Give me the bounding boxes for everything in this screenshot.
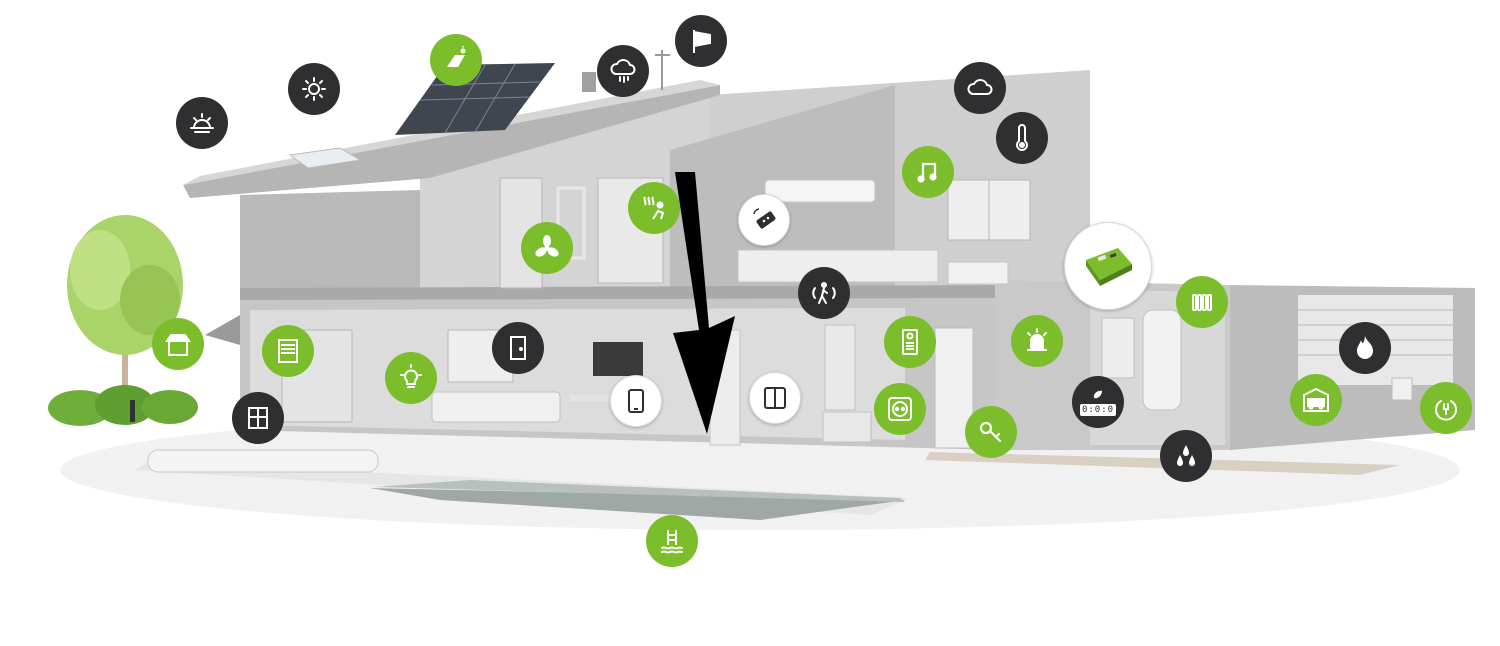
down-arrow — [673, 172, 735, 434]
lamp-post — [130, 400, 135, 422]
weather-mast — [655, 50, 670, 90]
meter-digits: 0:0:0 — [1079, 404, 1117, 416]
awning-icon[interactable] — [152, 318, 204, 370]
cloud-icon[interactable] — [954, 62, 1006, 114]
water-drops-icon[interactable] — [1160, 430, 1212, 482]
fire-icon[interactable] — [1339, 322, 1391, 374]
tablet-icon[interactable] — [610, 375, 662, 427]
solar-panel-icon[interactable] — [430, 34, 482, 86]
house — [183, 63, 1475, 450]
key-icon[interactable] — [965, 406, 1017, 458]
remote-control-icon[interactable] — [738, 194, 790, 246]
sunrise-icon[interactable] — [176, 97, 228, 149]
radiator-icon[interactable] — [1176, 276, 1228, 328]
alarm-siren-icon[interactable] — [1011, 315, 1063, 367]
sauna-heat-icon[interactable] — [628, 182, 680, 234]
motion-sensor-icon[interactable] — [798, 267, 850, 319]
light-bulb-icon[interactable] — [385, 352, 437, 404]
swimming-pool — [135, 449, 910, 520]
bushes — [48, 385, 198, 426]
door-panel-icon[interactable] — [492, 322, 544, 374]
window-icon[interactable] — [232, 392, 284, 444]
thermometer-icon[interactable] — [996, 112, 1048, 164]
music-note-icon[interactable] — [902, 146, 954, 198]
energy-meter-icon[interactable]: 0:0:0 — [1072, 376, 1124, 428]
pool-ladder-icon[interactable] — [646, 515, 698, 567]
tree — [67, 215, 183, 390]
garage-door-icon[interactable] — [1290, 374, 1342, 426]
fan-icon[interactable] — [521, 222, 573, 274]
intercom-icon[interactable] — [884, 316, 936, 368]
blinds-icon[interactable] — [262, 325, 314, 377]
wall-switch-icon[interactable] — [749, 372, 801, 424]
wind-flag-icon[interactable] — [675, 15, 727, 67]
sun-icon[interactable] — [288, 63, 340, 115]
controller-module-icon[interactable] — [1064, 222, 1152, 310]
power-socket-icon[interactable] — [874, 383, 926, 435]
rain-cloud-icon[interactable] — [597, 45, 649, 97]
ev-charger-icon[interactable] — [1420, 382, 1472, 434]
